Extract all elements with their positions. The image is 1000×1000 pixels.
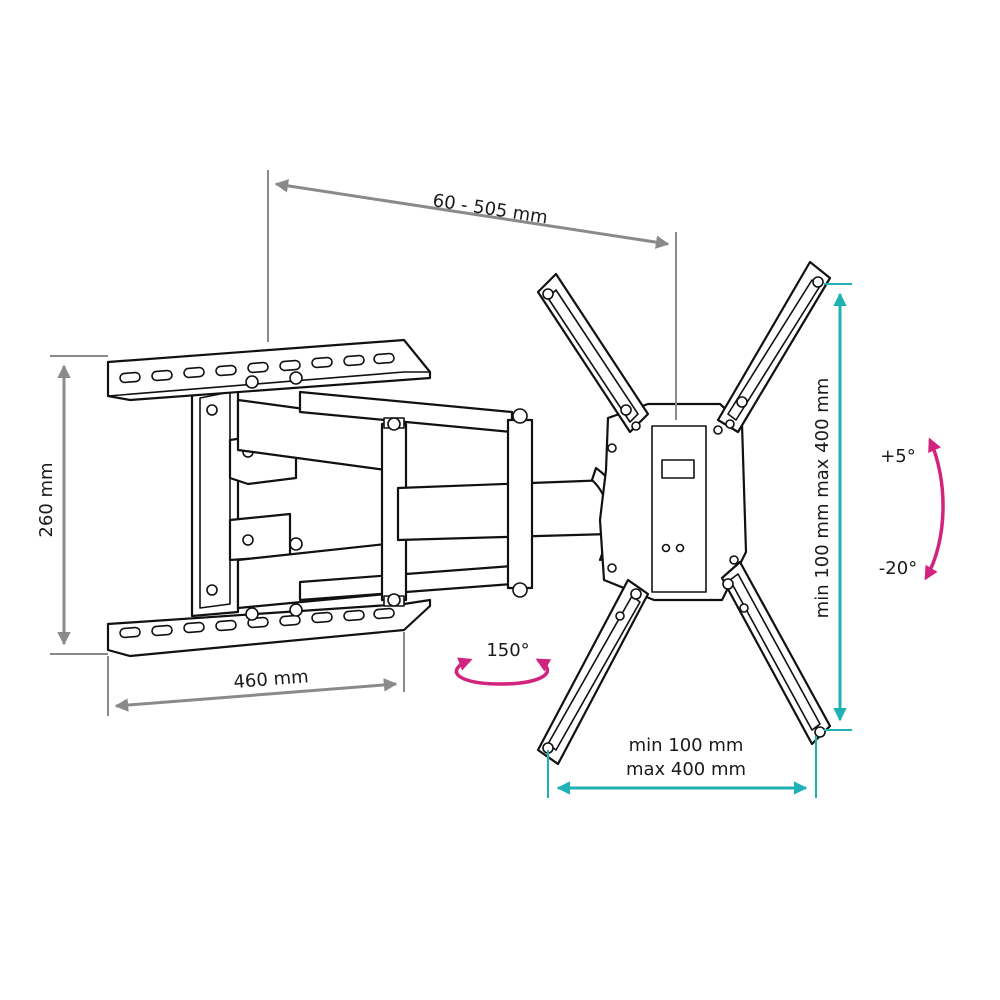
lower-arm-edge [237, 543, 387, 561]
vesa-arm-top-left [536, 272, 650, 434]
wall-screw-hole [206, 404, 218, 416]
swivel-indicator: 150° [454, 640, 552, 686]
bottom-rail-slots [119, 607, 395, 639]
vesa-arm-bottom-right [720, 560, 832, 746]
center-plate-slot [661, 459, 695, 479]
tilt-up-label: +5° [880, 446, 916, 467]
vesa-arm-top-right [716, 260, 832, 434]
tilt-down-label: -20° [879, 558, 917, 579]
front-pivot [506, 418, 534, 590]
center-plate-inner [651, 425, 707, 593]
vesa-arm-bottom-left [536, 578, 650, 766]
vesa-vertical-label: min 100 mm max 400 mm [812, 378, 833, 619]
swivel-label: 150° [486, 640, 529, 661]
lower-wall-bracket [228, 512, 292, 562]
vesa-horizontal-label-min: min 100 mm [629, 735, 744, 756]
tilt-indicator: +5° -20° [879, 437, 945, 581]
wall-width-label: 460 mm [233, 666, 310, 693]
articulating-arms [228, 390, 630, 610]
tilt-arrow-icon [924, 437, 945, 581]
top-rail-edge [107, 371, 430, 397]
dimension-vesa-vertical: min 100 mm max 400 mm [812, 283, 852, 731]
dimension-vesa-horizontal: min 100 mm max 400 mm [547, 735, 817, 798]
wall-plate-inner [199, 391, 231, 609]
vesa-horizontal-label-max: max 400 mm [626, 759, 746, 780]
top-rail [106, 338, 432, 402]
top-rail-slots [119, 352, 395, 384]
arm-extension-label: 60 - 505 mm [431, 190, 549, 228]
swivel-arrow-icon [454, 657, 552, 686]
dimension-wall-height: 260 mm [36, 355, 108, 655]
wall-height-label: 260 mm [36, 462, 57, 537]
upper-arm-edge [237, 449, 387, 471]
wall-screw-hole [206, 584, 218, 596]
wall-plate [106, 338, 432, 658]
vesa-bracket [536, 260, 832, 766]
